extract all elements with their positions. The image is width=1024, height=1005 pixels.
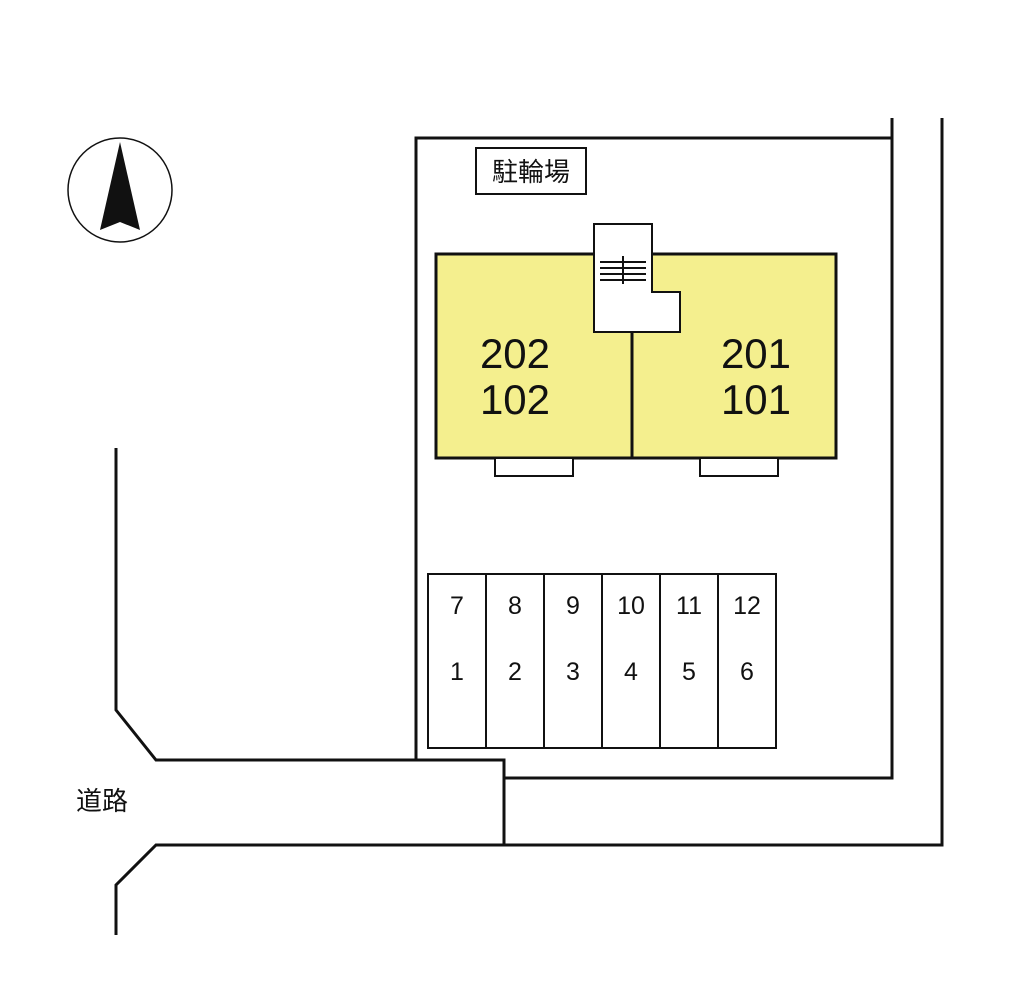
parking-slot-2: 2	[508, 658, 522, 686]
unit-102: 102	[480, 376, 550, 423]
balcony-left	[494, 457, 574, 477]
unit-101: 101	[721, 376, 791, 423]
road-lines	[114, 118, 944, 935]
parking-slot-10: 10	[617, 592, 645, 620]
bicycle-parking-text: 駐輪場	[492, 158, 570, 188]
road-label: 道路	[76, 787, 128, 817]
parking-area: 7 8 9 10 11 12 1 2 3 4 5 6	[427, 573, 777, 749]
bicycle-parking-label: 駐輪場	[475, 147, 587, 195]
parking-slot-1: 1	[450, 658, 464, 686]
parking-slot-5: 5	[682, 658, 696, 686]
parking-slot-4: 4	[624, 658, 638, 686]
balcony-right	[699, 457, 779, 477]
stairs	[593, 223, 681, 333]
site-boundary	[414, 118, 894, 780]
parking-slot-9: 9	[566, 592, 580, 620]
unit-201: 201	[721, 330, 791, 377]
parking-slot-8: 8	[508, 592, 522, 620]
parking-slot-11: 11	[676, 592, 702, 620]
parking-slot-7: 7	[450, 592, 464, 620]
building-left: 202 102	[434, 252, 634, 477]
parking-slot-3: 3	[566, 658, 580, 686]
parking-slot-12: 12	[733, 592, 761, 620]
unit-202: 202	[480, 330, 550, 377]
building-right: 201 101	[630, 252, 838, 477]
north-arrow-icon	[67, 137, 173, 243]
parking-slot-6: 6	[740, 658, 754, 686]
